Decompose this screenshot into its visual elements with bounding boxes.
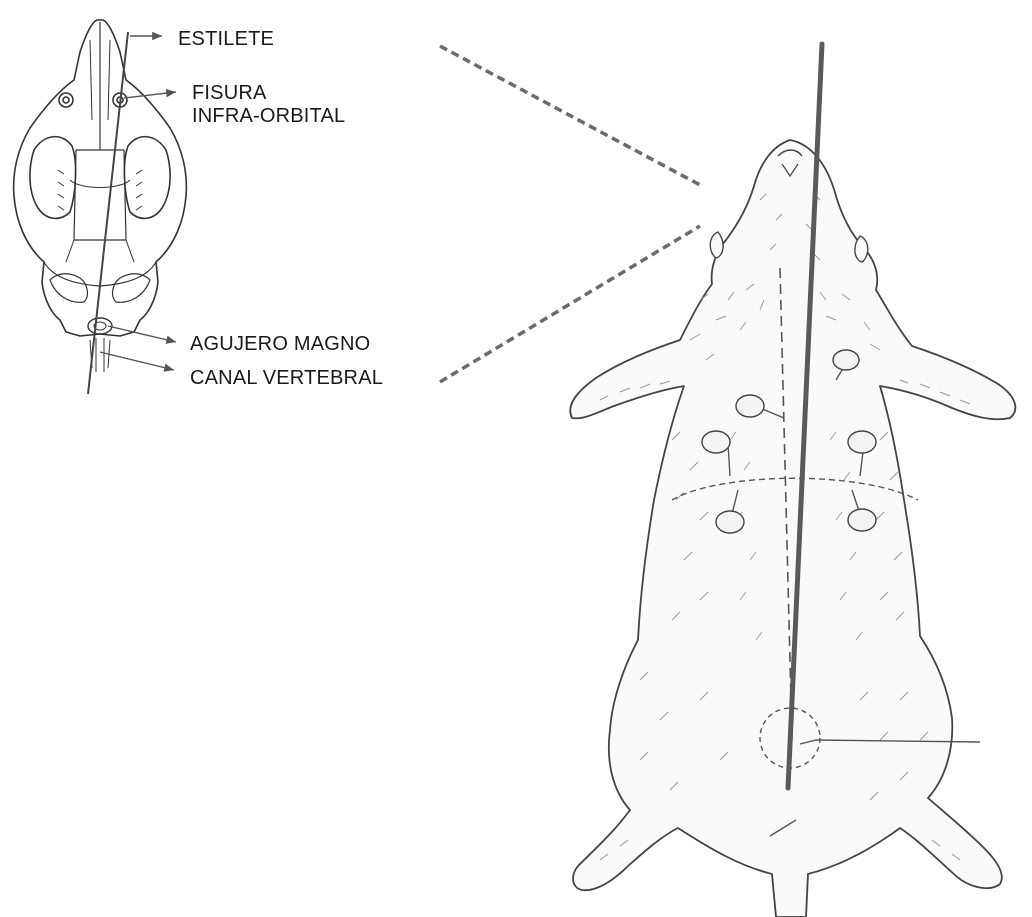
pad-4 [848,431,876,453]
skull-stylet [88,32,128,394]
pad-6 [848,509,876,531]
label-estilete: ESTILETE [178,28,274,51]
label-agujero-magno: AGUJERO MAGNO [190,333,370,356]
zoom-connector-lines [440,46,702,382]
pad-3 [702,431,730,453]
pad-2 [736,395,764,417]
label-fisura-line1: FISURA [192,82,345,105]
pad-5 [716,511,744,533]
label-canal-vertebral: CANAL VERTEBRAL [190,367,383,390]
label-fisura-infra-orbital: FISURA INFRA-ORBITAL [192,82,345,128]
skull-illustration [14,20,187,372]
rat-illustration [570,140,1015,917]
pad-1 [833,350,859,370]
label-fisura-line2: INFRA-ORBITAL [192,105,345,128]
